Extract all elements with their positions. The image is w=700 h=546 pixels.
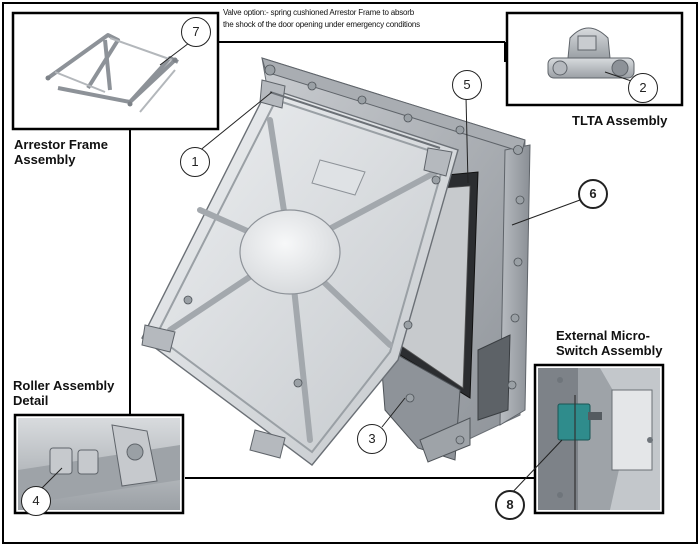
callout-2: 2: [628, 73, 658, 103]
label-roller-detail: Detail: [13, 393, 49, 408]
valve-option-note-line1: Valve option:- spring cushioned Arrestor…: [223, 8, 414, 17]
callout-4: 4: [21, 486, 51, 516]
callout-3: 3: [357, 424, 387, 454]
callout-leaders: [197, 91, 581, 428]
door-center-disc: [239, 209, 341, 295]
label-arrestor-frame: Arrestor Frame: [14, 137, 108, 152]
hinge-blocks: [141, 79, 453, 459]
micro-switch-panel: [507, 363, 665, 515]
callout-8: 8: [495, 490, 525, 520]
label-micro-switch-line1: External Micro-: [556, 328, 650, 343]
main-valve-assembly: [141, 57, 531, 466]
frame-bolts: [264, 64, 525, 445]
label-micro-switch-line2: Switch Assembly: [556, 343, 663, 358]
label-tlta-assembly: TLTA Assembly: [572, 113, 668, 128]
callout-5: 5: [452, 70, 482, 100]
micro-switch-box: [557, 403, 591, 441]
label-roller-assembly: Roller Assembly: [13, 378, 115, 393]
callout-6: 6: [578, 179, 608, 209]
callout-1: 1: [180, 147, 210, 177]
panel-connector-lines: [129, 41, 535, 479]
valve-option-note-line2: the shock of the door opening under emer…: [223, 20, 420, 29]
label-arrestor-assembly: Assembly: [14, 152, 76, 167]
callout-7: 7: [181, 17, 211, 47]
